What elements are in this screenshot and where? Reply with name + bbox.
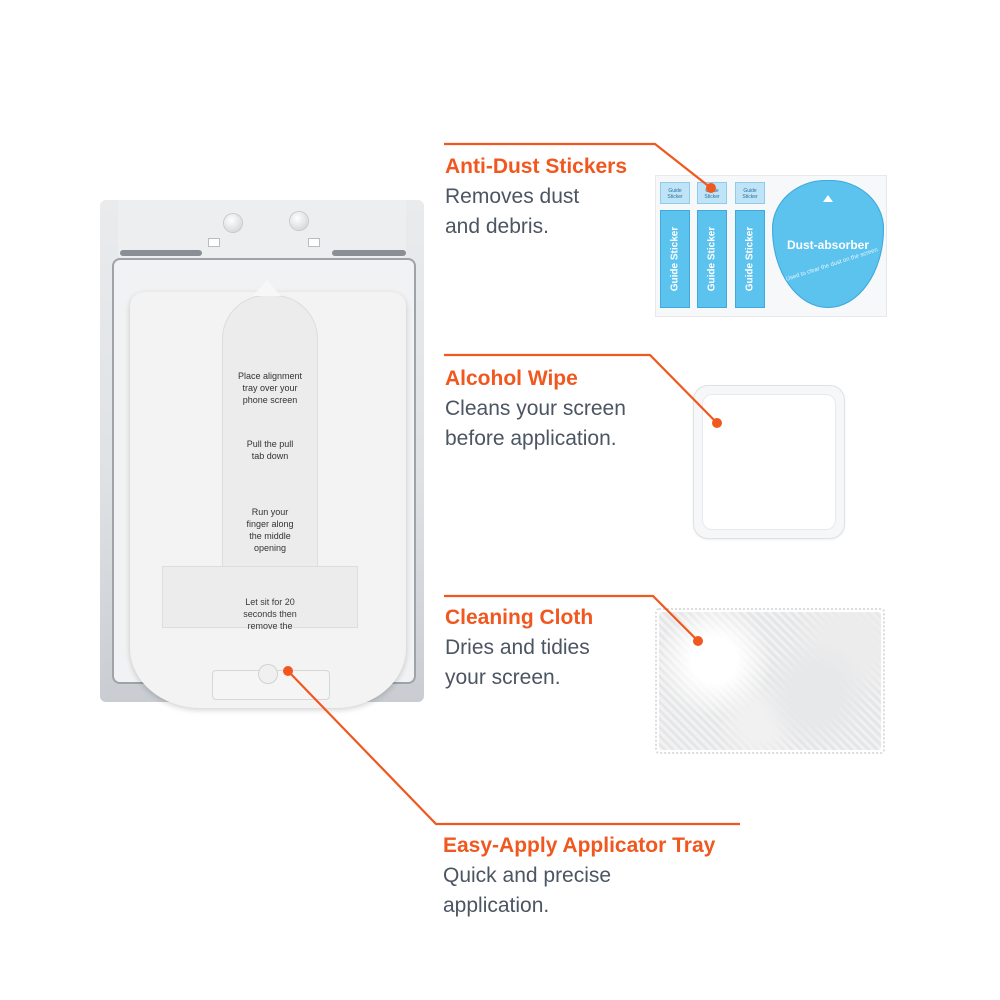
applicator-tray-description: Quick and precise application. xyxy=(443,864,612,917)
alcohol-wipe-title: Alcohol Wipe xyxy=(445,367,578,390)
tray-alignment-notch xyxy=(253,280,281,296)
tray-guide-bar xyxy=(162,566,358,628)
guide-sticker-2: Guide Sticker Guide Sticker xyxy=(697,182,727,308)
anti-dust-stickers-description: Removes dust and debris. xyxy=(445,185,580,238)
tray-step-4: Let sit for 20 seconds then remove the xyxy=(243,597,297,631)
tray-step-3: Run your finger along the middle opening xyxy=(246,507,294,553)
tray-knob-right xyxy=(290,212,308,230)
guide-sticker-tab: Guide Sticker xyxy=(697,182,727,204)
guide-sticker-3: Guide Sticker Guide Sticker xyxy=(735,182,765,308)
cleaning-cloth-title: Cleaning Cloth xyxy=(445,606,594,629)
tray-step-1: Place alignment tray over your phone scr… xyxy=(237,371,303,405)
cleaning-cloth-description: Dries and tidies your screen. xyxy=(445,636,590,689)
tray-pull-tab-hole xyxy=(258,664,278,684)
guide-sticker-strip: Guide Sticker xyxy=(660,210,690,308)
guide-sticker-strip: Guide Sticker xyxy=(735,210,765,308)
tray-guide-stem xyxy=(222,295,318,595)
alcohol-wipe-description: Cleans your screen before application. xyxy=(445,397,626,450)
alcohol-wipe-seal xyxy=(702,394,836,530)
guide-sticker-tab: Guide Sticker xyxy=(735,182,765,204)
dust-absorber-label: Dust-absorber xyxy=(786,238,869,252)
tray-rail-right xyxy=(332,250,406,256)
tray-slot-left xyxy=(208,238,220,247)
tray-slot-right xyxy=(308,238,320,247)
tray-knob-left xyxy=(224,214,242,232)
cleaning-cloth xyxy=(659,612,881,750)
guide-sticker-tab: Guide Sticker xyxy=(660,182,690,204)
applicator-tray-top-cap xyxy=(118,200,406,258)
applicator-tray-title: Easy-Apply Applicator Tray xyxy=(443,834,716,857)
dust-absorber-arrow-icon xyxy=(823,195,833,202)
guide-sticker-strip: Guide Sticker xyxy=(697,210,727,308)
guide-sticker-1: Guide Sticker Guide Sticker xyxy=(660,182,690,308)
tray-step-2: Pull the pull tab down xyxy=(246,439,294,461)
tray-rail-left xyxy=(120,250,202,256)
anti-dust-stickers-title: Anti-Dust Stickers xyxy=(445,155,628,178)
